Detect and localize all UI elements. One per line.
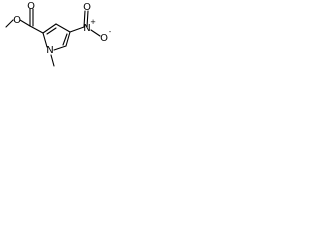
bond-n1-methyl <box>50 54 55 67</box>
atom-o-nitro-double: O <box>83 2 91 13</box>
bond-ring-c2-n1 <box>42 32 48 48</box>
bond-ester-o-carbonyl-c <box>19 19 31 27</box>
atom-o-ester-single: O <box>13 15 21 26</box>
bond-ring-c2-c3-inner <box>46 27 57 35</box>
bond-nitro-n-o-single <box>90 29 101 37</box>
bond-ring-c4-c3 <box>55 23 71 33</box>
bond-ring-c5-c4 <box>65 31 71 47</box>
atom-n-nitro: N <box>83 23 90 34</box>
atom-n-ring: N <box>46 45 53 56</box>
atom-n-nitro-plus: + <box>90 18 96 26</box>
molecule-diagram: O O N N + O O - <box>0 0 114 72</box>
bond-ring-c3-c2 <box>42 23 57 34</box>
bond-nitro-n-o-double-2 <box>86 10 89 28</box>
bond-methyl-ester-o <box>5 19 14 28</box>
bond-carbonyl-ring <box>29 25 44 34</box>
atom-o-ester-double: O <box>27 1 35 12</box>
bond-ring-n1-c5 <box>53 45 67 51</box>
molecule-structure: O O N N + O O - <box>5 1 112 67</box>
bond-nitro-n-o-double-1 <box>83 10 86 28</box>
atom-o-nitro-minus: - <box>109 28 112 36</box>
bond-c4-nitro-n <box>69 26 85 33</box>
atom-o-nitro-single: O <box>100 33 108 44</box>
bond-ring-c4-c5-inner <box>62 33 68 46</box>
